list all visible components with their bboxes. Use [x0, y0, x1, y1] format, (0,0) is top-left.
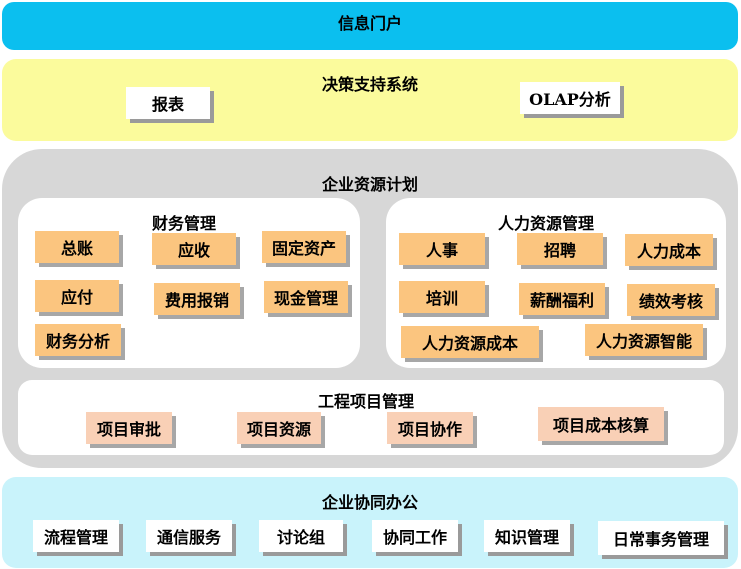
- hr-personnel-box[interactable]: 人事: [399, 233, 485, 265]
- hr-performance-box[interactable]: 绩效考核: [627, 284, 715, 316]
- portal-title: 信息门户: [337, 14, 402, 33]
- portal-band: 信息门户: [2, 2, 738, 50]
- finance-fixed-assets-box[interactable]: 固定资产: [262, 231, 346, 263]
- oa-daily-affairs-box[interactable]: 日常事务管理: [598, 521, 724, 555]
- hr-resource-intel-box[interactable]: 人力资源智能: [585, 324, 703, 356]
- project-approval-box[interactable]: 项目审批: [86, 412, 172, 444]
- dss-olap-box[interactable]: OLAP分析: [520, 82, 620, 114]
- dss-report-box[interactable]: 报表: [126, 87, 210, 119]
- finance-expense-box[interactable]: 费用报销: [154, 283, 240, 315]
- dss-title: 决策支持系统: [321, 75, 418, 94]
- project-resource-box[interactable]: 项目资源: [237, 412, 321, 444]
- dss-band: 决策支持系统: [2, 59, 738, 141]
- hr-resource-cost-box[interactable]: 人力资源成本: [401, 326, 539, 358]
- hr-compensation-box[interactable]: 薪酬福利: [519, 283, 605, 315]
- hr-labor-cost-box[interactable]: 人力成本: [625, 234, 713, 266]
- erp-title: 企业资源计划: [321, 175, 418, 194]
- hr-recruit-box[interactable]: 招聘: [517, 233, 603, 265]
- finance-cash-box[interactable]: 现金管理: [264, 281, 348, 313]
- hr-title: 人力资源管理: [498, 214, 595, 233]
- hr-training-box[interactable]: 培训: [399, 281, 485, 313]
- finance-receivable-box[interactable]: 应收: [152, 233, 236, 265]
- oa-title: 企业协同办公: [321, 493, 418, 512]
- oa-discussion-box[interactable]: 讨论组: [259, 520, 343, 552]
- oa-collab-box[interactable]: 协同工作: [372, 520, 458, 552]
- finance-analysis-box[interactable]: 财务分析: [35, 324, 121, 356]
- project-title: 工程项目管理: [318, 392, 415, 411]
- oa-workflow-box[interactable]: 流程管理: [33, 520, 119, 552]
- finance-payable-box[interactable]: 应付: [35, 280, 119, 312]
- finance-ledger-box[interactable]: 总账: [35, 231, 119, 263]
- project-collab-box[interactable]: 项目协作: [387, 412, 473, 444]
- finance-title: 财务管理: [152, 214, 217, 233]
- oa-comm-box[interactable]: 通信服务: [146, 520, 232, 552]
- project-cost-box[interactable]: 项目成本核算: [538, 407, 664, 441]
- oa-knowledge-box[interactable]: 知识管理: [484, 520, 570, 552]
